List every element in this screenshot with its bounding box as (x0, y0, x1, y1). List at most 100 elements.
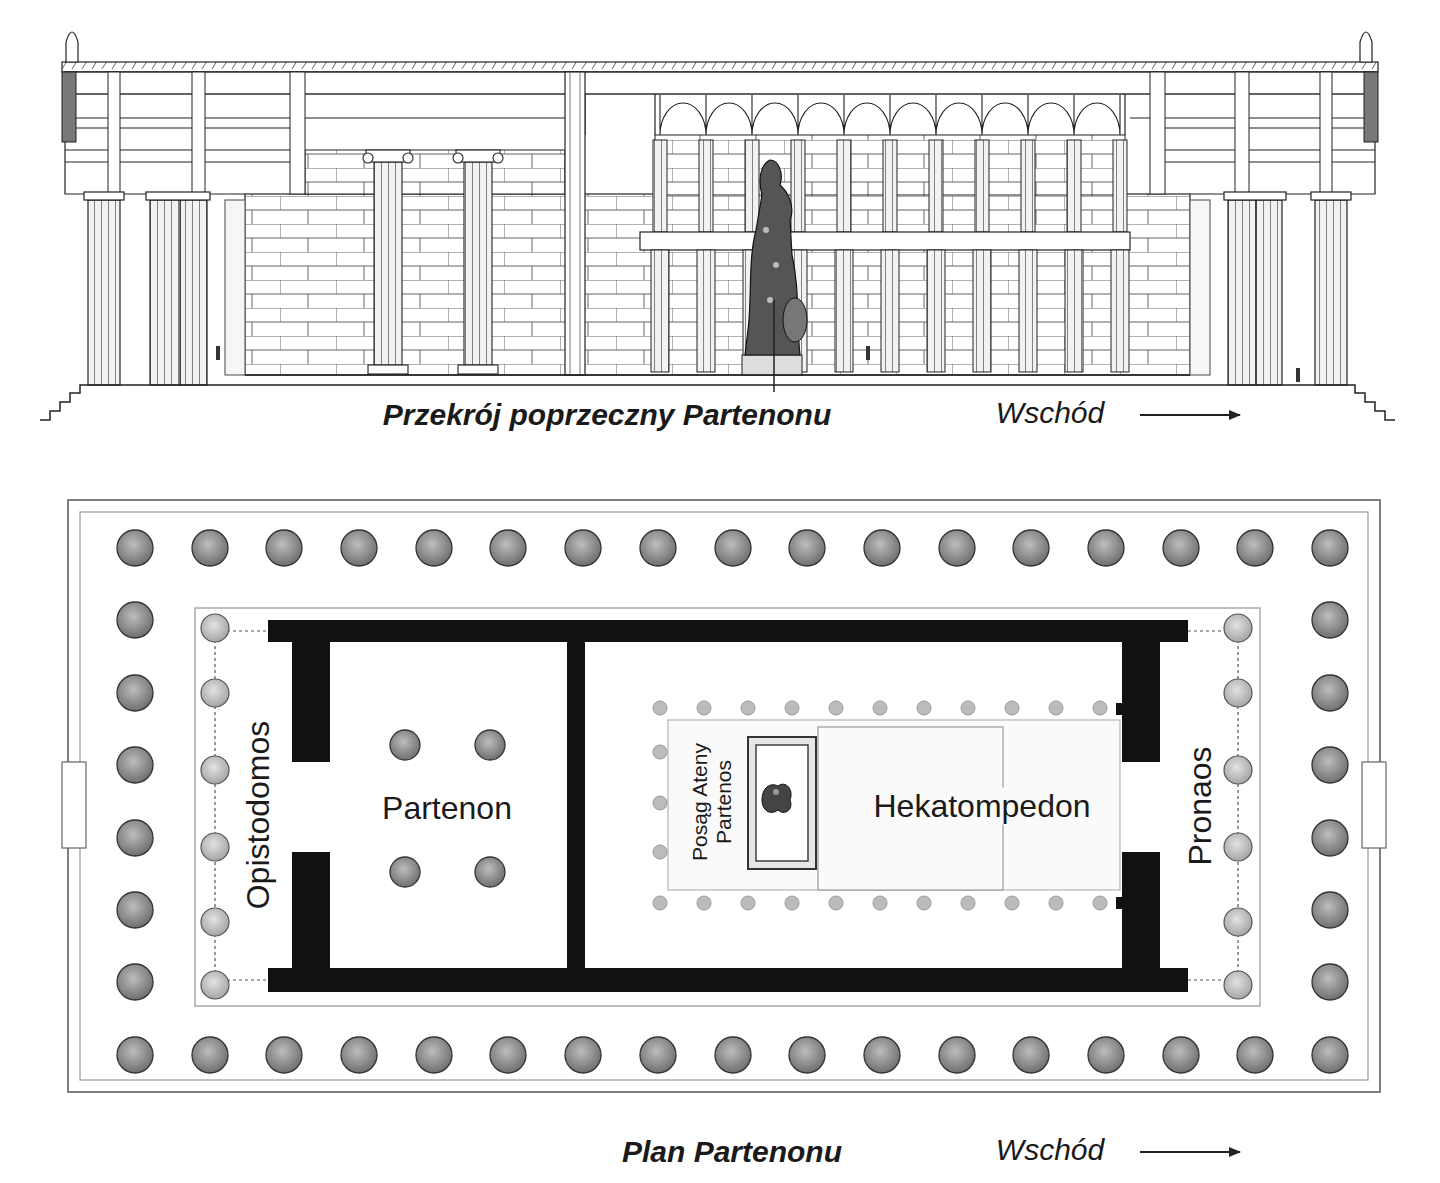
column-base (368, 365, 408, 374)
entrance-ramp (62, 762, 86, 848)
pediment-sculpture (62, 72, 76, 142)
wall (567, 642, 585, 968)
cross-wall-lines (570, 72, 580, 375)
column (117, 530, 153, 566)
column (697, 701, 711, 715)
column (1224, 756, 1252, 784)
column (1013, 530, 1049, 566)
column (1256, 200, 1282, 385)
column (201, 679, 229, 707)
human-figure (216, 346, 220, 360)
column (117, 820, 153, 856)
column (390, 857, 420, 887)
cella-platform (195, 608, 1260, 1006)
column (640, 530, 676, 566)
statue-pedestal (742, 355, 802, 375)
column (791, 140, 805, 232)
column (1067, 140, 1081, 232)
room-label: Opistodomos (240, 718, 277, 913)
column (1013, 1037, 1049, 1073)
column (180, 200, 207, 385)
column (1312, 675, 1348, 711)
column (475, 857, 505, 887)
statue-detail (773, 789, 779, 795)
statue-shield (783, 298, 807, 342)
beam-post (1150, 72, 1165, 194)
column (1224, 833, 1252, 861)
ceiling-arches (660, 95, 1120, 135)
column (715, 1037, 751, 1073)
column (341, 1037, 377, 1073)
column (864, 1037, 900, 1073)
column (1237, 1037, 1273, 1073)
cella-floor (245, 374, 1190, 375)
column (565, 1037, 601, 1073)
entablature-lines (65, 94, 1375, 194)
beam-post (1235, 72, 1249, 194)
column (1224, 971, 1252, 999)
column (917, 701, 931, 715)
column (475, 730, 505, 760)
column (1224, 908, 1252, 936)
column (1163, 1037, 1199, 1073)
cross-wall (565, 72, 585, 375)
statue-detail (767, 297, 773, 303)
column (699, 140, 713, 232)
beam-post (1320, 72, 1332, 194)
lower-colonnade (651, 250, 1129, 372)
column (565, 530, 601, 566)
inner-colonnade (653, 701, 1107, 910)
column (829, 896, 843, 910)
column (653, 140, 667, 232)
beam-post (108, 72, 120, 194)
column (1315, 200, 1347, 385)
column (789, 1037, 825, 1073)
statue-label: Posąg Ateny Partenos (688, 724, 736, 880)
wall (268, 620, 1188, 642)
column (416, 530, 452, 566)
column (973, 250, 991, 372)
pediment-sculpture (1364, 72, 1378, 142)
column (697, 250, 715, 372)
column (464, 162, 492, 365)
volute (453, 153, 463, 163)
colonnade-area (668, 720, 1120, 890)
architrave (640, 232, 1130, 250)
column (927, 250, 945, 372)
masonry-wall (305, 150, 565, 194)
acroterion (1360, 32, 1372, 62)
column (490, 530, 526, 566)
column (192, 530, 228, 566)
room-label: Pronaos (1182, 743, 1219, 868)
column (653, 745, 667, 759)
capital (1311, 192, 1351, 200)
column (1111, 250, 1129, 372)
column-base (458, 365, 498, 374)
direction-label: Wschód (993, 396, 1107, 431)
wall-end (1116, 703, 1122, 715)
column (374, 162, 402, 365)
entablature (65, 72, 1375, 94)
column (975, 140, 989, 232)
column (653, 896, 667, 910)
stylobate-outline (68, 500, 1380, 1092)
cross-section (40, 32, 1395, 420)
stylobate-inner-outline (80, 512, 1368, 1080)
column (1005, 701, 1019, 715)
column (697, 896, 711, 910)
beam-post (290, 72, 305, 194)
column (266, 530, 302, 566)
peristyle-columns (84, 192, 1351, 385)
column (864, 530, 900, 566)
column (117, 964, 153, 1000)
column (201, 833, 229, 861)
column (640, 1037, 676, 1073)
column (490, 1037, 526, 1073)
room-label: Hekatompedon (870, 788, 1093, 825)
column (416, 1037, 452, 1073)
column (1019, 250, 1037, 372)
column (201, 614, 229, 642)
column (1228, 200, 1256, 385)
column (881, 250, 899, 372)
